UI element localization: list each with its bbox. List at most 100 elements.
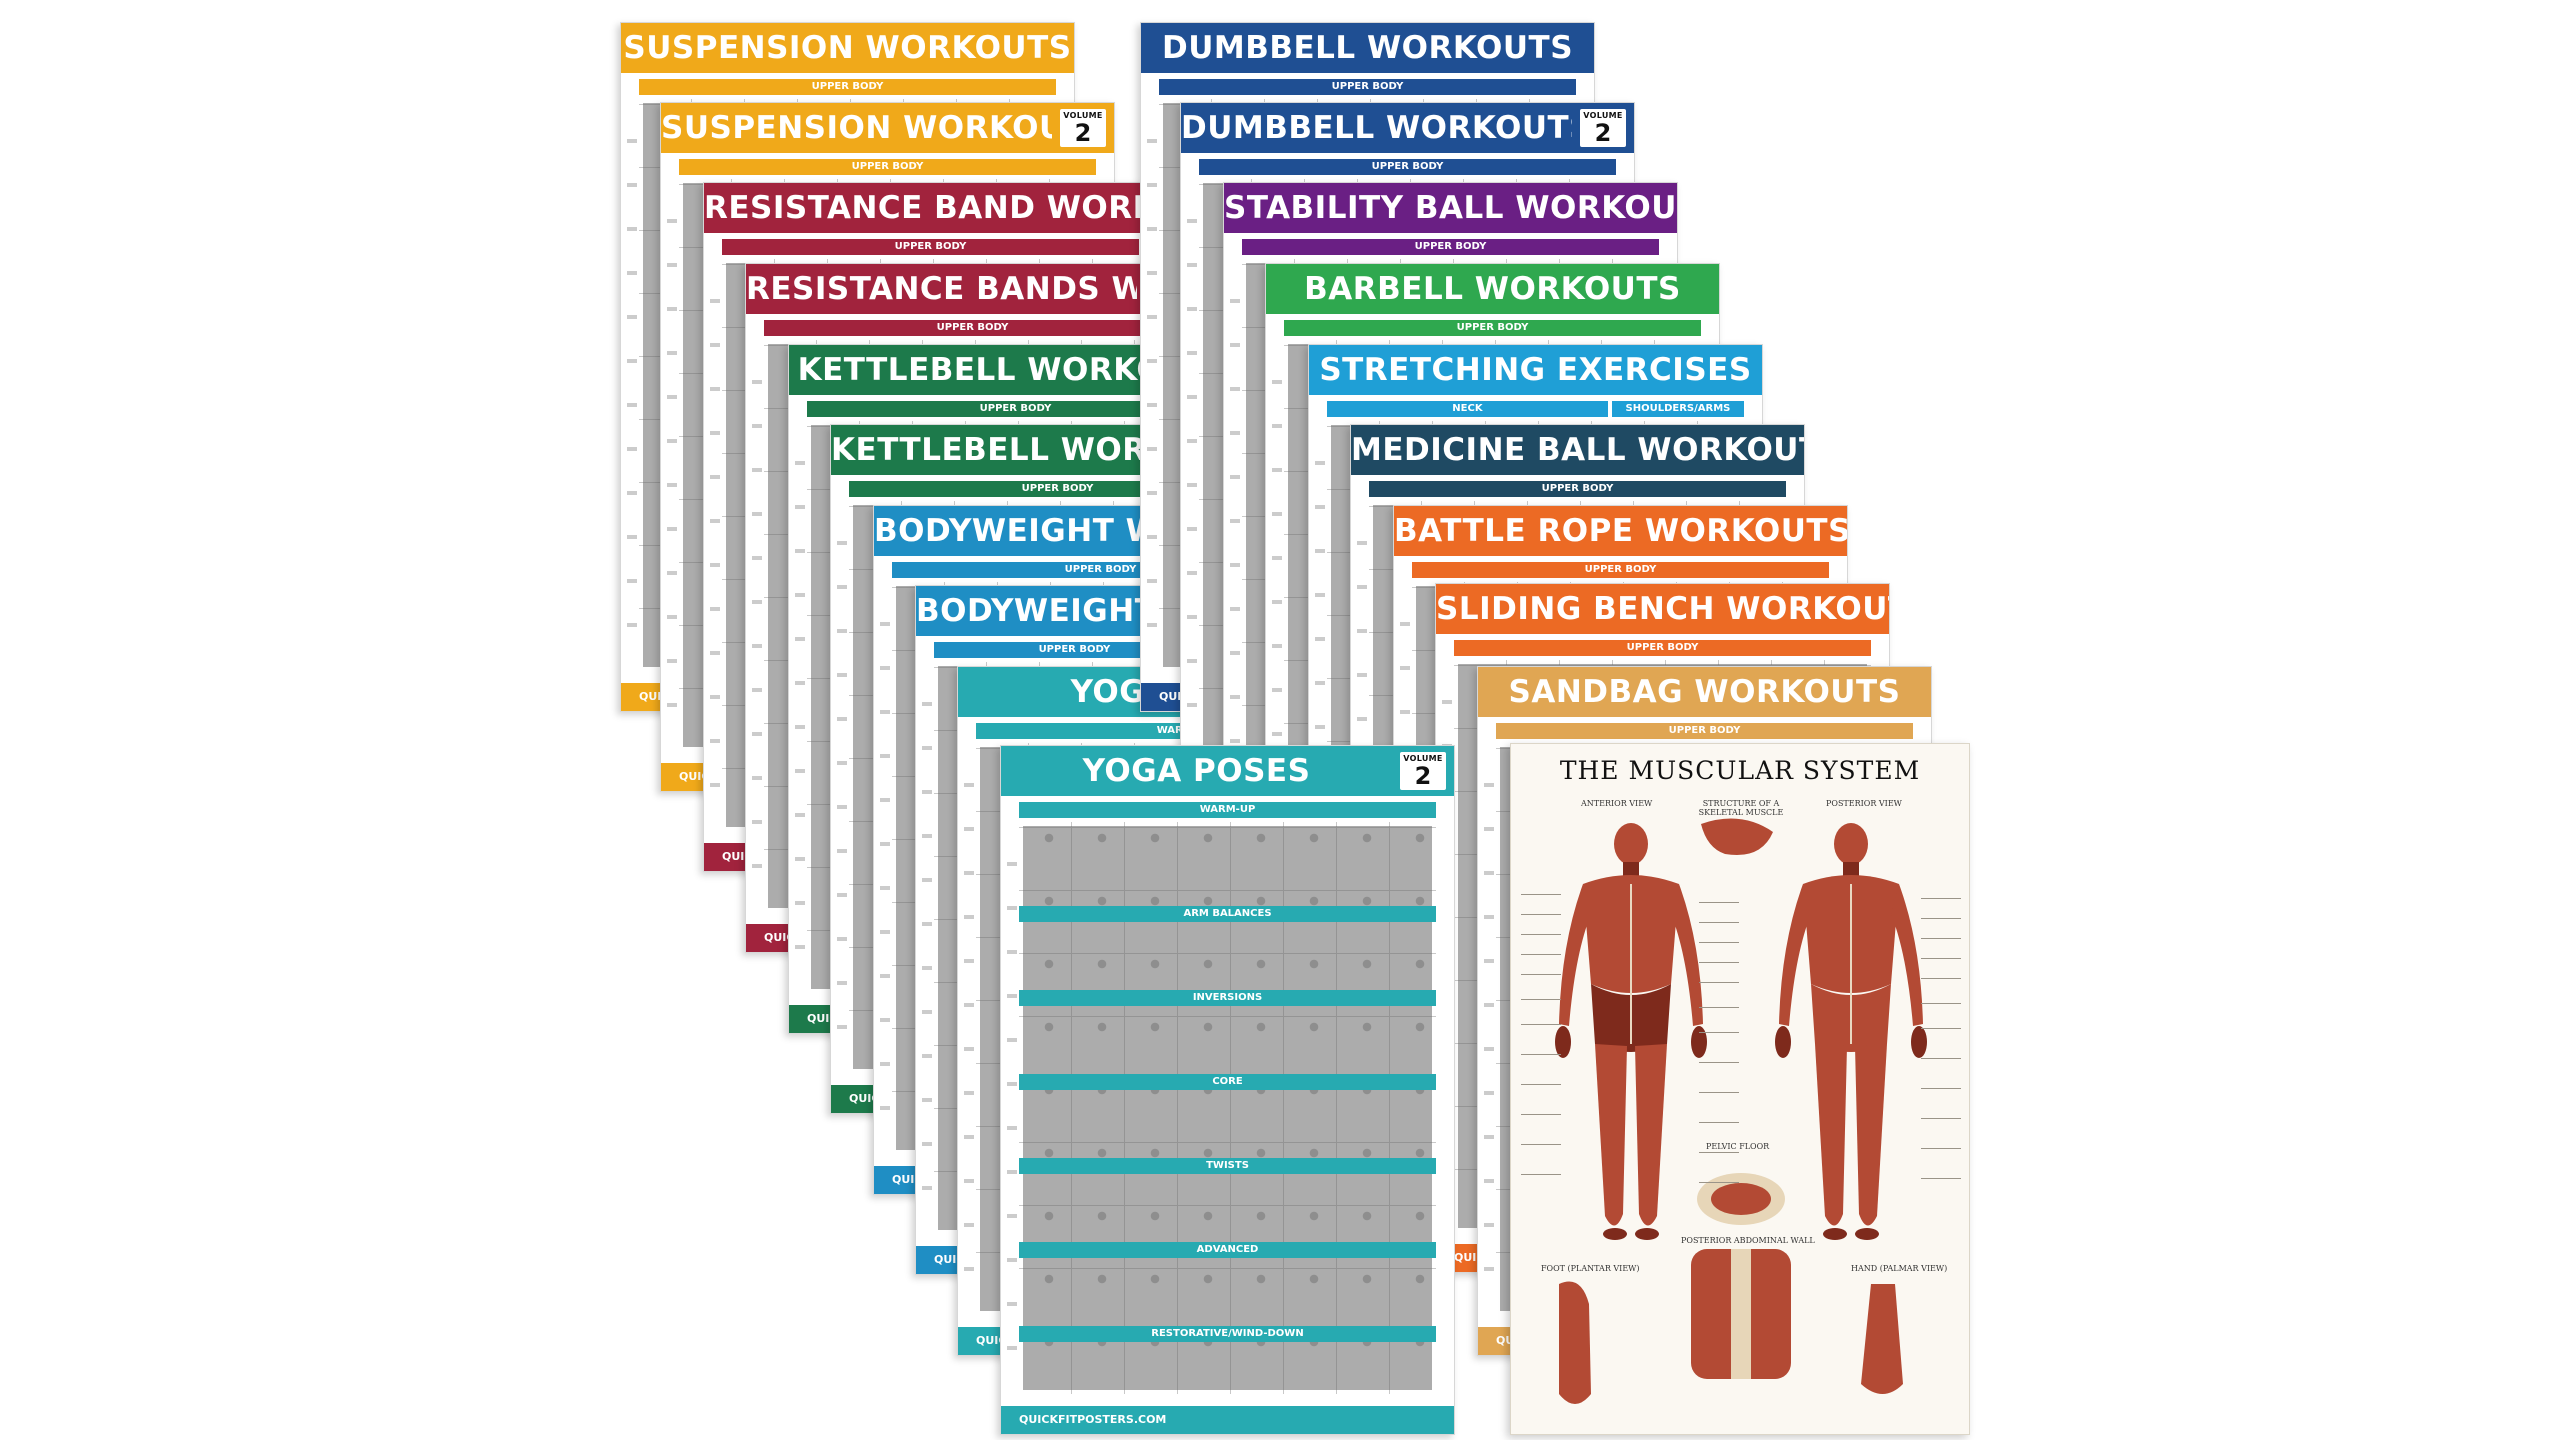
anatomy-label-structure: STRUCTURE OF A SKELETAL MUSCLE [1698, 799, 1784, 817]
label-leader-line [1521, 974, 1561, 975]
volume-word: VOLUME [1583, 111, 1623, 120]
label-leader-line [1521, 1114, 1561, 1115]
section-heading: UPPER BODY [722, 239, 1139, 255]
label-leader-line [1521, 1054, 1561, 1055]
posterior-figure-head [1834, 823, 1868, 865]
label-leader-line [1699, 1062, 1739, 1063]
label-leader-line [1521, 954, 1561, 955]
poster-title: RESISTANCE BANDS WORKOUTS [746, 271, 1137, 307]
label-leader-line [1921, 898, 1961, 899]
anatomy-label-pelvic: PELVIC FLOOR [1706, 1142, 1770, 1151]
anatomy-label-anterior: ANTERIOR VIEW [1581, 799, 1653, 808]
exercise-names [1315, 425, 1325, 989]
anterior-figure-head [1614, 823, 1648, 865]
poster-header-band: SUSPENSION WORKOUTS [621, 23, 1074, 73]
poster-title: RESISTANCE BAND WORKOUTS [704, 190, 1157, 226]
exercise-names [922, 666, 932, 1230]
poster-header-band: RESISTANCE BAND WORKOUTS [704, 183, 1157, 233]
label-leader-line [1921, 1148, 1961, 1149]
exercise-names [880, 586, 890, 1150]
label-leader-line [1521, 999, 1561, 1000]
anterior-figure-left-leg [1595, 1044, 1627, 1226]
exercise-names [1272, 344, 1282, 908]
label-leader-line [1921, 1028, 1961, 1029]
label-leader-line [1521, 1024, 1561, 1025]
label-leader-line [1921, 1003, 1961, 1004]
label-leader-line [1521, 914, 1561, 915]
foot-plantar [1559, 1281, 1591, 1404]
section-heading: UPPER BODY [807, 401, 1224, 417]
section-heading: UPPER BODY [1412, 562, 1829, 578]
section-heading: UPPER BODY [1199, 159, 1616, 175]
section-heading: WARM-UP [1019, 802, 1436, 818]
volume-number: 2 [1414, 762, 1432, 790]
label-leader-line [1699, 942, 1739, 943]
label-leader-line [1921, 958, 1961, 959]
exercise-names [752, 344, 762, 908]
label-leader-line [1921, 1178, 1961, 1179]
section-heading: ADVANCED [1019, 1242, 1436, 1258]
posterior-figure-left-hand [1775, 1026, 1791, 1058]
exercise-names [964, 747, 974, 1311]
label-leader-line [1921, 1118, 1961, 1119]
anatomy-illustration [1555, 818, 1927, 1404]
poster-title: DUMBBELL WORKOUTS [1181, 110, 1572, 146]
anterior-figure-right-hand [1691, 1026, 1707, 1058]
posterior-figure-right-arm [1891, 884, 1923, 1026]
label-leader-line [1921, 938, 1961, 939]
poster-header-band: STABILITY BALL WORKOUTS [1224, 183, 1677, 233]
label-leader-line [1521, 1084, 1561, 1085]
section-heading: UPPER BODY [764, 320, 1181, 336]
label-leader-line [1699, 902, 1739, 903]
posterior-figure-right-foot [1855, 1228, 1879, 1240]
posterior-figure-left-foot [1823, 1228, 1847, 1240]
label-leader-line [1699, 1007, 1739, 1008]
anterior-figure-left-foot [1603, 1228, 1627, 1240]
poster-header-band: BATTLE ROPE WORKOUTS [1394, 506, 1847, 556]
section-heading: UPPER BODY [1369, 481, 1786, 497]
label-leader-line [1921, 1058, 1961, 1059]
label-leader-line [1921, 1088, 1961, 1089]
poster-header-band: MEDICINE BALL WORKOUTS [1351, 425, 1804, 475]
posterior-figure-left-leg [1815, 1044, 1847, 1226]
label-leader-line [1521, 934, 1561, 935]
poster-title: BATTLE ROPE WORKOUTS [1394, 513, 1847, 549]
volume-number: 2 [1594, 119, 1612, 147]
poster-title: MEDICINE BALL WORKOUTS [1351, 432, 1804, 468]
anatomy-label-hand: HAND (PALMAR VIEW) [1851, 1264, 1948, 1273]
posterior-figure-neck [1843, 862, 1859, 876]
section-heading: UPPER BODY [1496, 723, 1913, 739]
poster-title: SLIDING BENCH WORKOUTS [1436, 591, 1889, 627]
poster-title: SANDBAG WORKOUTS [1508, 674, 1901, 710]
section-heading: NECK [1327, 401, 1608, 417]
label-leader-line [1699, 1032, 1739, 1033]
anterior-figure-left-hand [1555, 1026, 1571, 1058]
poster-title: YOGA POSES [1082, 753, 1311, 789]
pelvic-floor-muscle [1711, 1183, 1771, 1215]
label-leader-line [1921, 918, 1961, 919]
exercise-names [667, 183, 677, 747]
section-heading: UPPER BODY [1284, 320, 1701, 336]
exercise-names [1230, 263, 1240, 827]
exercise-names [627, 103, 637, 667]
poster-title: SUSPENSION WORKOUTS [623, 30, 1072, 66]
poster-footer: QUICKFITPOSTERS.COM [1001, 1406, 1454, 1434]
anatomy-label-foot: FOOT (PLANTAR VIEW) [1541, 1264, 1640, 1273]
anatomy-label-posterior: POSTERIOR VIEW [1826, 799, 1902, 808]
exercise-names [1147, 103, 1157, 667]
section-heading: ARM BALANCES [1019, 906, 1436, 922]
label-leader-line [1699, 1092, 1739, 1093]
label-leader-line [1699, 1122, 1739, 1123]
exercise-names [710, 263, 720, 827]
anterior-figure-right-foot [1635, 1228, 1659, 1240]
hand-palmar [1861, 1284, 1903, 1394]
poster-header-band: STRETCHING EXERCISES [1309, 345, 1762, 395]
exercise-names [795, 425, 805, 989]
section-heading: UPPER BODY [1454, 640, 1871, 656]
section-heading: RESTORATIVE/WIND-DOWN [1019, 1326, 1436, 1342]
